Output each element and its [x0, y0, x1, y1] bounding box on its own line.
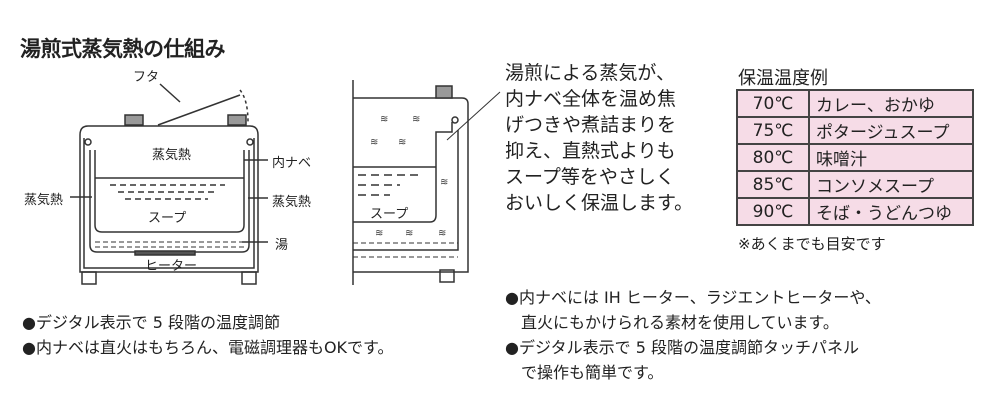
food-cell: コンソメスープ: [808, 170, 974, 199]
label-steam-right: 蒸気熱: [272, 195, 312, 210]
middle-cross-section: ≋ ≋ ≋ ≋ ≋ ≋ ≋ ≋: [352, 80, 501, 285]
temp-cell: 75℃: [736, 116, 810, 145]
label-hot-water: 湯: [275, 238, 289, 253]
label-heater: ヒーター: [145, 259, 198, 274]
svg-text:≋: ≋: [398, 137, 406, 148]
label-steam-left: 蒸気熱: [24, 193, 64, 208]
food-cell: そば・うどんつゆ: [808, 197, 974, 226]
label-soup: スープ: [148, 211, 187, 226]
temp-cell: 90℃: [736, 197, 810, 226]
table-title: 保温温度例: [738, 68, 828, 89]
table-note: ※あくまでも目安です: [738, 235, 886, 253]
svg-text:≋: ≋: [405, 228, 413, 239]
food-cell: カレー、おかゆ: [808, 89, 974, 118]
page-title: 湯煎式蒸気熱の仕組み: [20, 37, 226, 61]
bullet-right-1: ●内ナベには IH ヒーター、ラジエントヒーターや、: [505, 288, 881, 307]
svg-text:≋: ≋: [370, 137, 378, 148]
bullet-right-2: 直火にもかけられる素材を使用しています。: [505, 313, 839, 332]
food-cell: ポタージュスープ: [808, 116, 974, 145]
temp-cell: 70℃: [736, 89, 810, 118]
bullet-left-2: ●内ナベは直火はもちろん、電磁調理器もOKです。: [22, 338, 394, 357]
description-text: 湯煎による蒸気が、 内ナベ全体を温め焦 げつきや煮詰まりを 抑え、直熱式よりも …: [505, 62, 694, 214]
svg-text:≋: ≋: [438, 228, 446, 239]
temp-cell: 80℃: [736, 143, 810, 172]
label-inner-pot: 内ナベ: [272, 156, 312, 171]
bullet-right-3: ●デジタル表示で 5 段階の温度調節タッチパネル: [505, 338, 859, 357]
temp-cell: 85℃: [736, 170, 810, 199]
svg-text:≋: ≋: [375, 228, 383, 239]
svg-text:≋: ≋: [412, 114, 420, 125]
svg-text:≋: ≋: [380, 114, 388, 125]
label-steam-top: 蒸気熱: [152, 148, 192, 163]
label-soup-mid: スープ: [370, 207, 409, 222]
left-cross-section: [70, 83, 268, 285]
bullet-left-1: ●デジタル表示で 5 段階の温度調節: [22, 313, 280, 332]
label-lid: フタ: [133, 70, 160, 85]
food-cell: 味噌汁: [808, 143, 974, 172]
svg-text:≋: ≋: [440, 177, 448, 188]
bullet-right-4: で操作も簡単です。: [505, 363, 664, 382]
